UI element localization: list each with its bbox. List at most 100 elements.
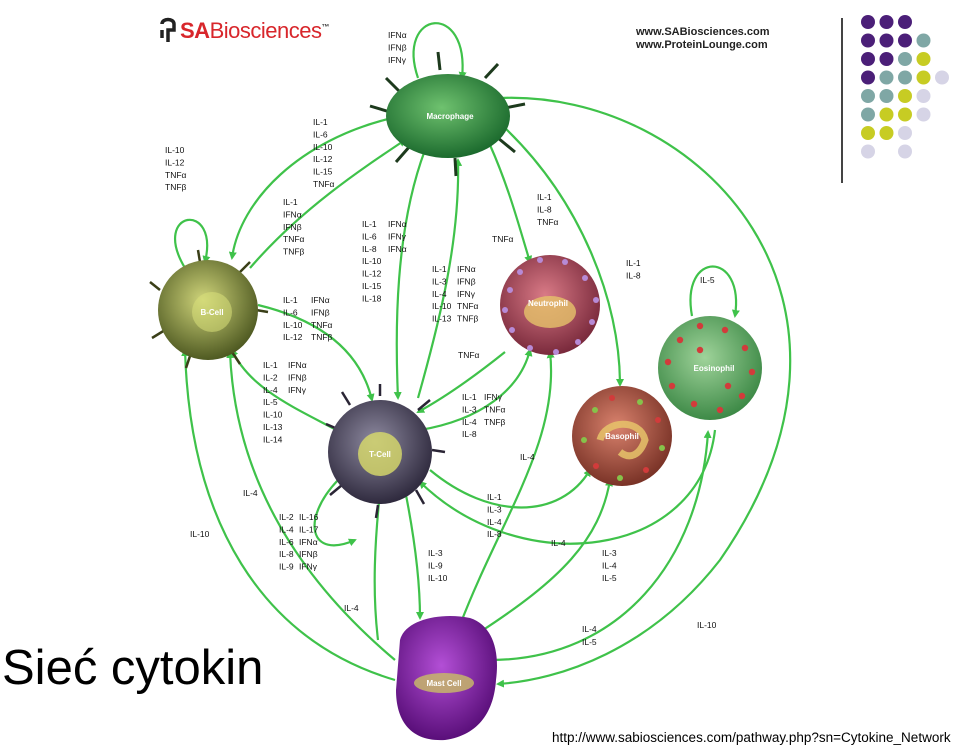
- cytokine-label-t-to-baso: IL-1IL-3IL-4IL-8: [487, 492, 502, 539]
- decorative-dot: [879, 70, 894, 85]
- sabiosciences-logo-icon: [160, 17, 176, 42]
- web-link-sabiosciences[interactable]: www.SABiosciences.com: [636, 26, 770, 38]
- macrophage-label: Macrophage: [426, 112, 474, 121]
- cytokine-name: IL-6: [283, 307, 298, 317]
- arrow-tcell-to-bcell: [230, 348, 341, 433]
- decorative-dot: [898, 70, 912, 85]
- cytokine-label-macro-to-baso: IL-1IL-8: [626, 258, 641, 280]
- arrow-mastcell-to-neutrophil: [458, 350, 555, 626]
- cytokine-name: IL-6: [313, 129, 328, 139]
- decorative-dot: [898, 144, 912, 159]
- cytokine-name: IL-4: [243, 488, 258, 498]
- cytokine-name: IL-12: [313, 154, 333, 164]
- brand-logo: SABiosciences™: [158, 14, 329, 48]
- decorative-dot: [916, 70, 931, 85]
- cytokine-name: IL-6: [362, 231, 377, 241]
- mast-cell-label: Mast Cell: [426, 679, 461, 688]
- cytokine-name: IFNγ: [388, 231, 407, 241]
- cytokine-name: IL-18: [362, 293, 382, 303]
- cytokine-name: IL-8: [462, 429, 477, 439]
- cytokine-name: IL-10: [362, 256, 382, 266]
- source-url-link[interactable]: http://www.sabiosciences.com/pathway.php…: [552, 730, 951, 745]
- decorative-dot: [879, 89, 894, 103]
- cytokine-name: IFNα: [388, 219, 407, 229]
- cytokine-label-eos-to-t: IL-3IL-4IL-5: [602, 548, 617, 583]
- brand-suffix: Biosciences: [209, 18, 322, 43]
- cytokine-name: IL-8: [626, 270, 641, 280]
- cytokine-name: IFNβ: [283, 222, 302, 232]
- cytokine-name: IL-4: [462, 417, 477, 427]
- cytokine-name: IL-1: [487, 492, 502, 502]
- cytokine-name: IL-10: [432, 301, 452, 311]
- arrow-tcell-self: [313, 479, 357, 547]
- brand-prefix: SA: [180, 18, 210, 43]
- cytokine-name: TNFα: [492, 234, 514, 244]
- cytokine-name: IL-13: [432, 314, 452, 324]
- cytokine-name: IL-1: [462, 392, 477, 402]
- arrow-macrophage-to-mastcell: [496, 96, 792, 688]
- cytokine-name: TNFβ: [484, 417, 506, 427]
- cytokine-name: IL-2: [263, 372, 278, 382]
- decorative-dot: [861, 89, 875, 103]
- cytokine-name: IL-3: [462, 404, 477, 414]
- decorative-dot: [898, 33, 912, 48]
- cytokine-name: IFNα: [288, 360, 307, 370]
- cytokine-label-mast-to-b-il10: IL-10: [190, 529, 210, 539]
- cytokine-name: TNFα: [537, 217, 559, 227]
- cytokine-name: IL-17: [299, 524, 319, 534]
- decorative-dot: [879, 52, 894, 66]
- cytokine-name: IL-9: [279, 562, 294, 572]
- cytokine-name: IL-1: [432, 264, 447, 274]
- brand-name: SABiosciences™: [180, 18, 329, 44]
- cytokine-name: IL-8: [362, 244, 377, 254]
- cytokine-name: IFNα: [283, 209, 302, 219]
- cytokine-label-eos-self: IL-5: [700, 275, 715, 285]
- arrow-tcell-to-neutrophil: [419, 348, 533, 432]
- cytokine-name: IL-10: [283, 320, 303, 330]
- t-cell-label: T-Cell: [369, 450, 391, 459]
- cytokine-name: IL-3: [602, 548, 617, 558]
- cytokine-name: IL-5: [582, 637, 597, 647]
- arrow-tcell-to-mastcell: [403, 489, 424, 620]
- arrow-macrophage-to-bcell: [228, 116, 393, 260]
- web-link-proteinlounge[interactable]: www.ProteinLounge.com: [636, 39, 768, 51]
- arrow-eosinophil-self: [689, 265, 740, 318]
- cytokine-name: IL-3: [428, 548, 443, 558]
- cytokine-name: IL-3: [487, 504, 502, 514]
- cytokine-name: TNFβ: [165, 182, 187, 192]
- cytokine-name: IL-4: [263, 385, 278, 395]
- cytokine-name: TNFα: [457, 301, 479, 311]
- decorative-dot: [898, 52, 912, 66]
- t-cell: T-Cell: [325, 384, 446, 519]
- cytokine-name: IL-10: [428, 573, 448, 583]
- cytokine-name: IL-1: [283, 295, 298, 305]
- arrow-eosinophil-to-tcell: [418, 429, 717, 545]
- arrow-mastcell-to-basophil: [479, 478, 613, 633]
- slide-title: Sieć cytokin: [2, 641, 264, 695]
- cytokine-name: IL-15: [313, 167, 333, 177]
- cytokine-label-mast-to-b-il4: IL-4: [243, 488, 258, 498]
- decorative-dot: [861, 52, 875, 66]
- cytokine-name: IL-1: [313, 117, 328, 127]
- cytokine-name: IL-12: [165, 157, 185, 167]
- arrow-bcell-to-macrophage: [249, 138, 407, 269]
- decorative-dot: [861, 15, 875, 29]
- decorative-dot: [861, 70, 875, 85]
- cytokine-name: IL-12: [283, 332, 303, 342]
- cytokine-name: IFNγ: [299, 562, 318, 572]
- decorative-dot: [916, 52, 931, 66]
- decorative-dot: [861, 33, 875, 48]
- arrow-macrophage-to-tcell: [393, 149, 427, 400]
- cytokine-name: IL-16: [299, 512, 319, 522]
- neutrophil-label: Neutrophil: [528, 299, 568, 308]
- cytokine-labels: IFNαIFNβIFNγIL-1IL-6IL-10IL-12IL-15TNFαI…: [165, 30, 717, 647]
